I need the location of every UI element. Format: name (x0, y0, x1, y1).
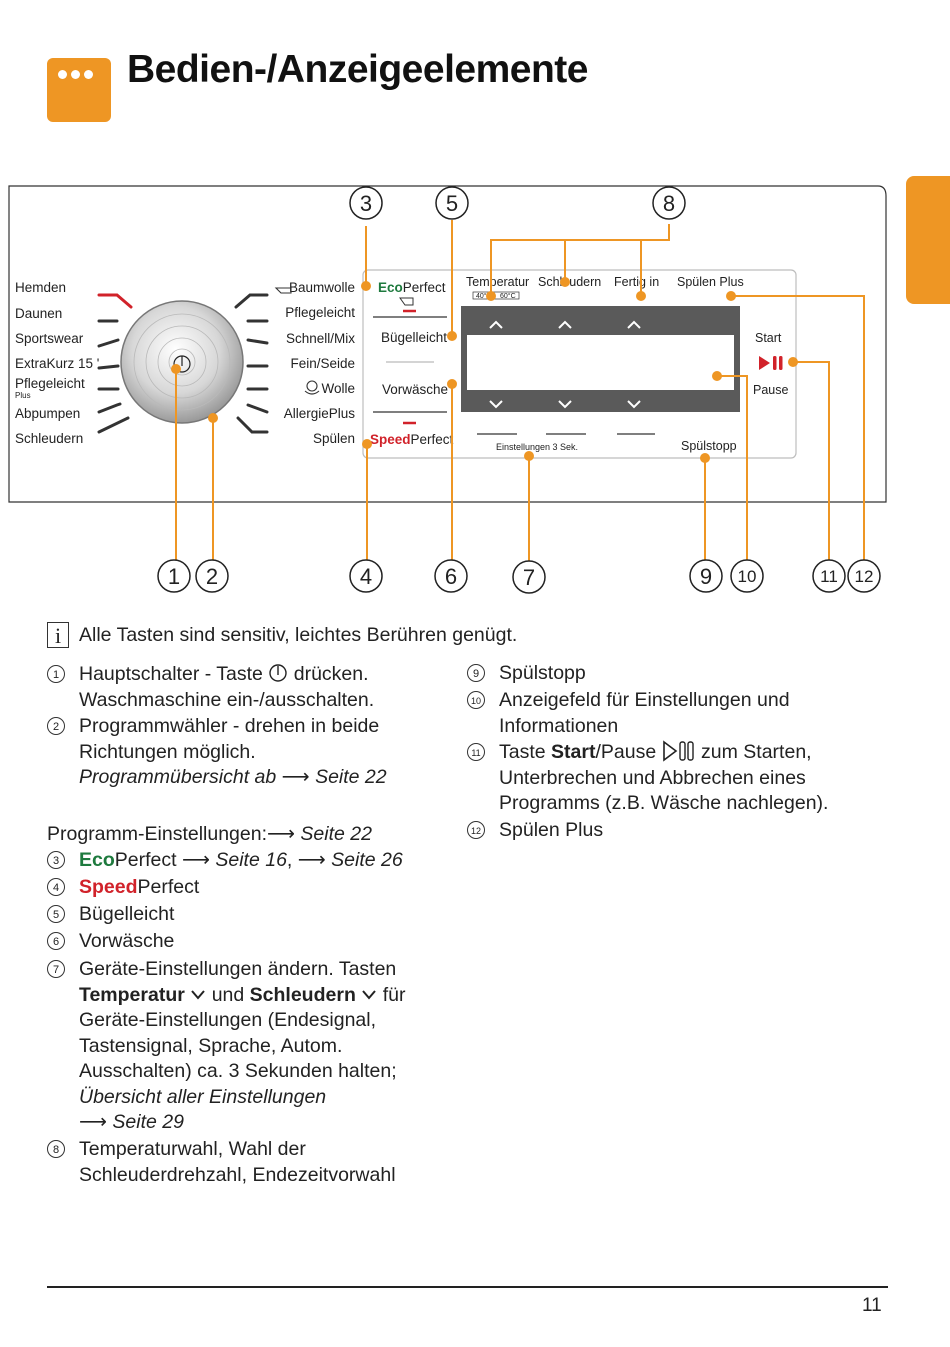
finish-in-button-label: Fertig in (614, 275, 659, 289)
ecoperfect-label: EcoPerfect (378, 280, 446, 295)
program-label-right: Fein/Seide (290, 356, 355, 371)
chevron-up-icon (489, 320, 641, 329)
chapter-icon (47, 58, 111, 122)
legend-item-8: 8 Temperaturwahl, Wahl der Schleuderdreh… (47, 1137, 467, 1188)
page-number: 11 (862, 1295, 882, 1316)
arrow-right-icon: ⟶ (281, 766, 310, 788)
callout-number: 8 (663, 191, 675, 216)
speedperfect-label: SpeedPerfect (370, 432, 454, 447)
svg-text:60°C: 60°C (500, 292, 516, 300)
callout-number: 7 (523, 565, 535, 590)
legend-item-11: 11 Taste Start/Pause zum Starten, Unterb… (467, 740, 887, 817)
legend-item-1: 1 Hauptschalter - Taste drücken. Waschma… (47, 662, 447, 713)
settings-hint: Einstellungen 3 Sek. (496, 442, 578, 452)
arrow-right-icon: ⟶ (79, 1111, 107, 1133)
program-label-left: ExtraKurz 15 ' (15, 356, 99, 371)
chapter-tab (906, 176, 950, 304)
callout-number: 3 (360, 191, 372, 216)
legend-item-12: 12 Spülen Plus (467, 818, 603, 844)
chevron-down-icon (362, 990, 377, 1000)
legend-item-4: 4 SpeedPerfect (47, 875, 199, 901)
legend-item-9: 9 Spülstopp (467, 661, 586, 687)
chevron-down-icon (489, 400, 641, 409)
program-label-right: Spülen (313, 431, 355, 446)
svg-text:40°: 40° (476, 292, 487, 300)
start-label: Start (755, 331, 782, 345)
chevron-down-icon (191, 990, 206, 1000)
footer-divider (47, 1286, 888, 1288)
display-screen (467, 335, 734, 390)
power-icon (173, 355, 191, 373)
legend-item-7: 7 Geräte-Einstellungen ändern. Tasten Te… (47, 957, 467, 1136)
buegelleicht-label: Bügelleicht (381, 330, 447, 345)
legend-item-2: 2 Programmwähler - drehen in beide Richt… (47, 714, 447, 791)
callout-number: 6 (445, 564, 457, 589)
legend-item-3: 3 EcoPerfect ⟶ Seite 16, ⟶ Seite 26 (47, 848, 403, 874)
program-label-left: Sportswear (15, 331, 84, 346)
callout-number: 5 (446, 191, 458, 216)
start-pause-icon (759, 356, 783, 370)
iron-shape-icon (274, 287, 292, 294)
program-label-left: Schleudern (15, 431, 83, 446)
info-icon: i (47, 622, 69, 648)
program-label-left: Pflegeleicht (15, 376, 85, 391)
callout-dots (171, 277, 798, 463)
legend-item-6: 6 Vorwäsche (47, 929, 174, 955)
callout-number: 4 (360, 564, 372, 589)
rinse-stop-label: Spülstopp (681, 439, 737, 453)
callout-number: 2 (206, 564, 218, 589)
program-label-right: AllergiePlus (284, 406, 356, 421)
start-pause-icon (662, 740, 694, 762)
program-label-right: Pflegeleicht (285, 305, 355, 320)
callout-number: 1 (168, 564, 180, 589)
arrow-right-icon: ⟶ (181, 849, 210, 871)
callout-number: 9 (700, 564, 712, 589)
callout-leader-lines (175, 220, 865, 562)
page-title: Bedien-/Anzeigeelemente (127, 48, 588, 91)
wool-hand-icon (304, 380, 320, 395)
pause-label: Pause (753, 383, 788, 397)
callout-number: 12 (855, 567, 874, 586)
info-text: Alle Tasten sind sensitiv, leichtes Berü… (79, 623, 518, 646)
program-label-right: Baumwolle (289, 280, 355, 295)
arrow-right-icon: ⟶ (297, 849, 326, 871)
temperature-button-label: Temperatur (466, 275, 529, 289)
program-label-left: Hemden (15, 280, 66, 295)
program-label-left-sub: Plus (15, 391, 31, 400)
program-label-right: Wolle (321, 381, 355, 396)
callout-number: 11 (820, 567, 838, 586)
program-label-left: Abpumpen (15, 406, 80, 421)
rinse-plus-label: Spülen Plus (677, 275, 744, 289)
dial-tick-marks (97, 293, 269, 434)
callout-number: 10 (738, 567, 757, 586)
vorwaesche-label: Vorwäsche (382, 382, 448, 397)
legend-item-5: 5 Bügelleicht (47, 902, 174, 928)
info-note: i Alle Tasten sind sensitiv, leichtes Be… (47, 622, 517, 648)
program-settings-heading: Programm-Einstellungen:⟶ Seite 22 (47, 823, 372, 845)
control-panel-diagram: Hemden Daunen Sportswear ExtraKurz 15 ' … (8, 185, 887, 594)
arrow-right-icon: ⟶ (267, 823, 295, 845)
power-icon (269, 664, 288, 682)
program-label-left: Daunen (15, 306, 62, 321)
program-label-right: Schnell/Mix (286, 331, 355, 346)
